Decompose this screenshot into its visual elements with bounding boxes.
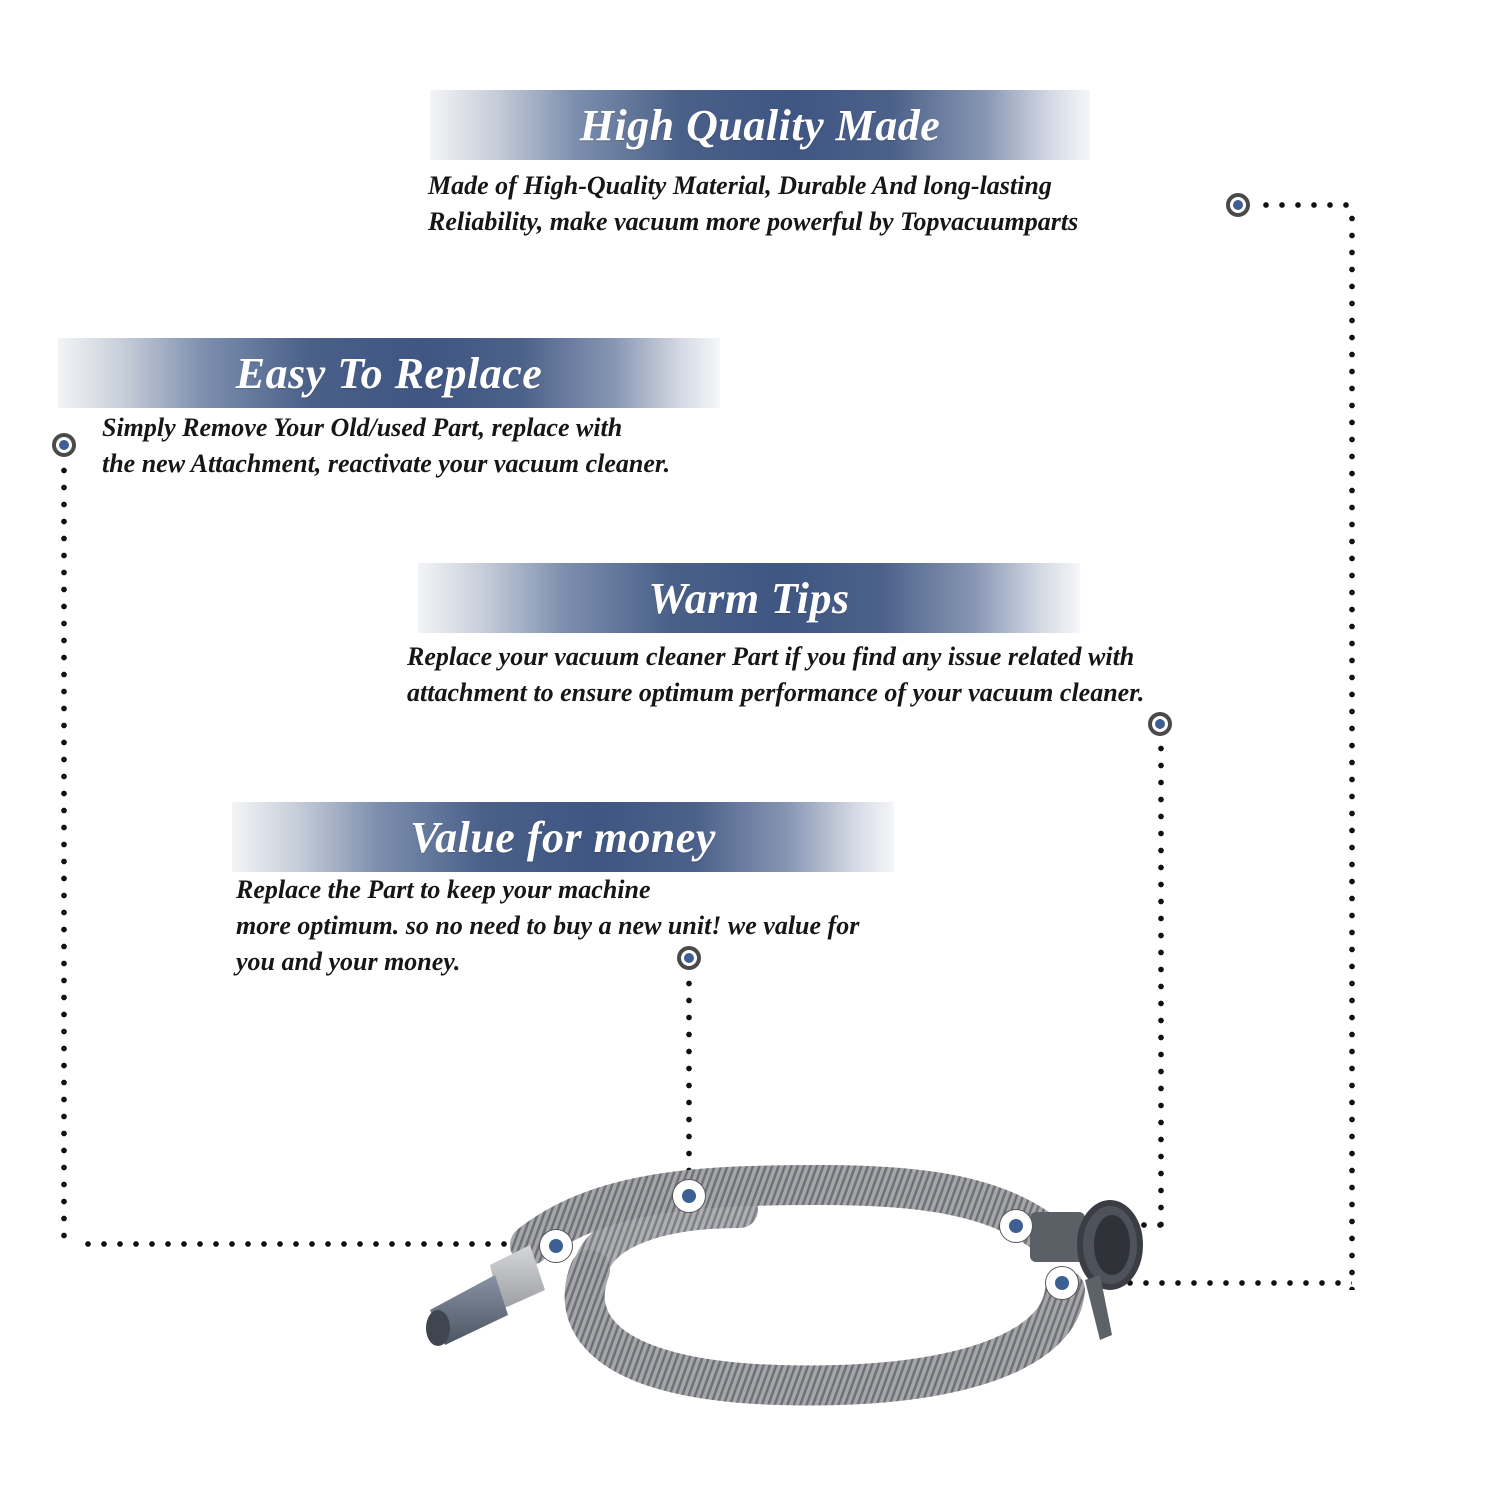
desc-value-money: Replace the Part to keep your machine mo… bbox=[236, 875, 860, 976]
callout-marker-value-money bbox=[677, 946, 701, 970]
desc-high-quality: Made of High-Quality Material, Durable A… bbox=[428, 171, 1079, 236]
connector-line-h1 bbox=[1258, 202, 1354, 208]
desc-warm-tips: Replace your vacuum cleaner Part if you … bbox=[407, 642, 1145, 707]
hose-marker-4 bbox=[1046, 1267, 1078, 1299]
connector-line-v4 bbox=[686, 975, 692, 1180]
hose-marker-3 bbox=[1000, 1210, 1032, 1242]
heading-high-quality: High Quality Made bbox=[579, 100, 941, 150]
heading-value-money: Value for money bbox=[410, 812, 716, 862]
connector-line-v1 bbox=[1349, 210, 1355, 1290]
connector-line-v3 bbox=[1158, 740, 1164, 1230]
connector-line-v2 bbox=[61, 462, 67, 1247]
connector-line-h2 bbox=[80, 1241, 540, 1247]
banner-easy-replace: Easy To Replace bbox=[58, 338, 720, 408]
callout-marker-warm-tips bbox=[1148, 712, 1172, 736]
desc-easy-replace: Simply Remove Your Old/used Part, replac… bbox=[102, 413, 671, 478]
vacuum-hose-image bbox=[400, 1150, 1200, 1420]
callout-marker-easy-replace bbox=[52, 433, 76, 457]
connector-line-h1b bbox=[1090, 1280, 1352, 1286]
hose-marker-1 bbox=[540, 1230, 572, 1262]
heading-warm-tips: Warm Tips bbox=[648, 573, 850, 623]
banner-warm-tips: Warm Tips bbox=[418, 563, 1080, 633]
banner-value-money: Value for money bbox=[232, 802, 894, 872]
heading-easy-replace: Easy To Replace bbox=[235, 348, 543, 398]
hose-marker-2 bbox=[673, 1180, 705, 1212]
banner-high-quality: High Quality Made bbox=[430, 90, 1090, 160]
callout-marker-high-quality bbox=[1226, 193, 1250, 217]
